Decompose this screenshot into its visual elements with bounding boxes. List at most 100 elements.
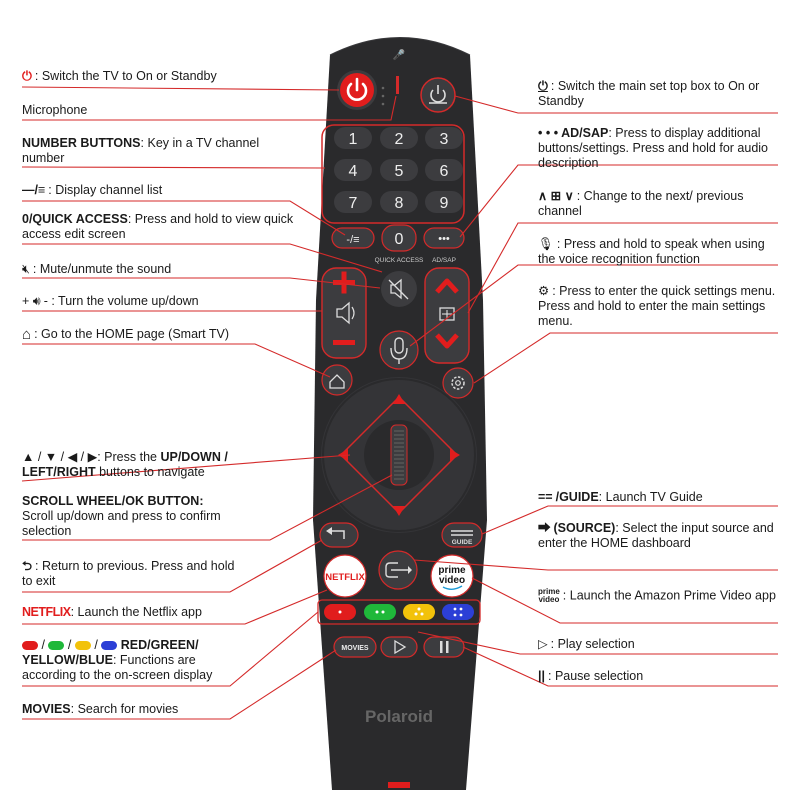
label-power-tv: ⏻: Switch the TV to On or Standby bbox=[22, 69, 322, 84]
number-key-3[interactable]: 3 bbox=[425, 127, 463, 149]
voice-mic-button[interactable] bbox=[379, 330, 419, 370]
mute-button[interactable] bbox=[381, 271, 417, 307]
scroll-wheel-ok-button[interactable] bbox=[390, 424, 408, 486]
power-stb-button[interactable] bbox=[420, 77, 456, 113]
label-source-title: (SOURCE) bbox=[553, 521, 616, 535]
label-settings-desc: : Press to enter the quick settings menu… bbox=[538, 284, 776, 329]
number-key-2[interactable]: 2 bbox=[380, 127, 418, 149]
mute-icon: 🔇︎ bbox=[22, 262, 30, 277]
bottom-red-accent bbox=[388, 782, 410, 788]
label-source-desc: : Select the input source and enter the … bbox=[538, 521, 774, 551]
label-channel-desc: : Change to the next/ previous channel bbox=[538, 189, 744, 219]
label-volume-desc: - : Turn the volume up/down bbox=[43, 294, 199, 308]
label-quick-desc: : Press and hold to view quick access ed… bbox=[22, 212, 294, 241]
label-mute: 🔇︎: Mute/unmute the sound bbox=[22, 262, 282, 277]
label-navigation: ▲ / ▼ / ◀ / ▶: Press the UP/DOWN / LEFT/… bbox=[22, 450, 272, 480]
label-guide: ==/GUIDE: Launch TV Guide bbox=[538, 490, 778, 505]
red-key[interactable] bbox=[324, 604, 356, 620]
home-button[interactable] bbox=[321, 364, 353, 396]
number-key-1[interactable]: 1 bbox=[334, 127, 372, 149]
zero-key-label: 0 bbox=[395, 231, 404, 248]
home-icon: ⌂ bbox=[22, 326, 32, 344]
channel-updown-icon: ∧ ⊞ ∨ bbox=[538, 189, 574, 204]
label-scroll-desc: Scroll up/down and press to confirm sele… bbox=[22, 509, 221, 538]
settings-button[interactable] bbox=[442, 367, 474, 399]
label-color-title: RED/GREEN/ YELLOW/BLUE bbox=[22, 638, 199, 667]
pause-button[interactable] bbox=[423, 636, 465, 658]
guide-button[interactable]: GUIDE bbox=[441, 522, 483, 548]
number-key-4[interactable]: 4 bbox=[334, 159, 372, 181]
label-movies: MOVIES: Search for movies bbox=[22, 702, 252, 717]
prime-logo-top: prime bbox=[438, 565, 466, 576]
zero-quick-access-button[interactable]: 0 bbox=[381, 224, 417, 252]
leader-lines bbox=[21, 86, 778, 720]
dpad-left-arrow[interactable] bbox=[338, 449, 348, 461]
dpad-down-arrow[interactable] bbox=[393, 506, 405, 516]
ad-sap-caption: AD/SAP bbox=[432, 257, 456, 264]
number-key-label: 8 bbox=[395, 195, 404, 212]
label-scroll-title: SCROLL WHEEL/OK BUTTON bbox=[22, 494, 200, 508]
blue-key[interactable] bbox=[442, 604, 474, 620]
green-key[interactable] bbox=[364, 604, 396, 620]
stb-power-icon: ⏻ bbox=[538, 79, 548, 94]
label-color-desc: : Functions are according to the on-scre… bbox=[22, 653, 213, 682]
label-microphone: Microphone bbox=[22, 103, 88, 117]
back-button[interactable] bbox=[319, 522, 359, 548]
number-key-7[interactable]: 7 bbox=[334, 191, 372, 213]
number-key-6[interactable]: 6 bbox=[425, 159, 463, 181]
label-pause-desc: : Pause selection bbox=[548, 669, 644, 683]
label-volume-prefix: + bbox=[22, 294, 30, 308]
label-settings: ⚙︎: Press to enter the quick settings me… bbox=[538, 284, 778, 329]
prime-logo-bottom: video bbox=[439, 575, 465, 586]
netflix-button[interactable]: NETFLIX bbox=[323, 554, 367, 598]
guide-key-label: GUIDE bbox=[452, 539, 473, 546]
number-key-label: 6 bbox=[440, 163, 449, 180]
volume-rocker[interactable] bbox=[321, 267, 367, 359]
quick-access-caption: QUICK ACCESS bbox=[375, 257, 424, 264]
number-pad-frame bbox=[321, 124, 465, 224]
power-tv-button[interactable] bbox=[337, 70, 377, 110]
number-key-8[interactable]: 8 bbox=[380, 191, 418, 213]
list-button-label: -/≡ bbox=[346, 234, 359, 246]
source-button[interactable] bbox=[378, 550, 418, 590]
label-adsap-desc: : Press to display additional buttons/se… bbox=[538, 126, 769, 170]
label-home: ⌂: Go to the HOME page (Smart TV) bbox=[22, 327, 282, 342]
label-netflix: NETFLIX: Launch the Netflix app bbox=[22, 605, 282, 620]
label-netflix-desc: : Launch the Netflix app bbox=[70, 605, 202, 619]
label-scroll-wheel: SCROLL WHEEL/OK BUTTON: Scroll up/down a… bbox=[22, 494, 221, 538]
movies-button[interactable]: MOVIES bbox=[333, 636, 377, 658]
netflix-wordmark: NETFLIX bbox=[22, 605, 71, 619]
label-power-tv-text: : Switch the TV to On or Standby bbox=[34, 69, 217, 83]
dpad-up-arrow[interactable] bbox=[393, 394, 405, 404]
red-swatch-icon bbox=[22, 641, 38, 651]
label-guide-title: /GUIDE bbox=[555, 490, 599, 504]
label-number-title: NUMBER BUTTONS bbox=[22, 136, 141, 150]
netflix-logo-text: NETFLIX bbox=[325, 572, 365, 583]
label-ad-sap: • • • AD/SAP: Press to display additiona… bbox=[538, 126, 778, 171]
play-icon: ▷ bbox=[538, 637, 548, 652]
label-channel-list: —/≡: Display channel list bbox=[22, 183, 282, 198]
label-movies-desc: : Search for movies bbox=[70, 702, 179, 716]
label-quick-title: 0/QUICK ACCESS bbox=[22, 212, 128, 226]
power-icon: ⏻ bbox=[22, 69, 32, 84]
channel-rocker[interactable] bbox=[424, 267, 470, 364]
label-play-desc: : Play selection bbox=[550, 637, 635, 651]
number-key-9[interactable]: 9 bbox=[425, 191, 463, 213]
label-volume: + 🔊︎- : Turn the volume up/down bbox=[22, 294, 282, 309]
label-power-stb-desc: : Switch the main set top box to On or S… bbox=[538, 79, 760, 109]
movies-key-label: MOVIES bbox=[341, 645, 369, 652]
mic-hole-icon: 🎤 bbox=[393, 48, 406, 61]
label-prime-desc: : Launch the Amazon Prime Video app bbox=[562, 588, 776, 603]
dpad-right-arrow[interactable] bbox=[450, 449, 460, 461]
label-channel: ∧ ⊞ ∨: Change to the next/ previous chan… bbox=[538, 189, 778, 219]
play-button[interactable] bbox=[380, 636, 418, 658]
yellow-key[interactable] bbox=[403, 604, 435, 620]
prime-video-button[interactable]: prime video bbox=[430, 554, 474, 598]
ad-sap-dots-button[interactable]: ••• bbox=[423, 227, 465, 249]
number-key-5[interactable]: 5 bbox=[380, 159, 418, 181]
label-adsap-title: • • • AD/SAP bbox=[538, 126, 609, 140]
color-key-swatches: / / / bbox=[22, 638, 121, 652]
